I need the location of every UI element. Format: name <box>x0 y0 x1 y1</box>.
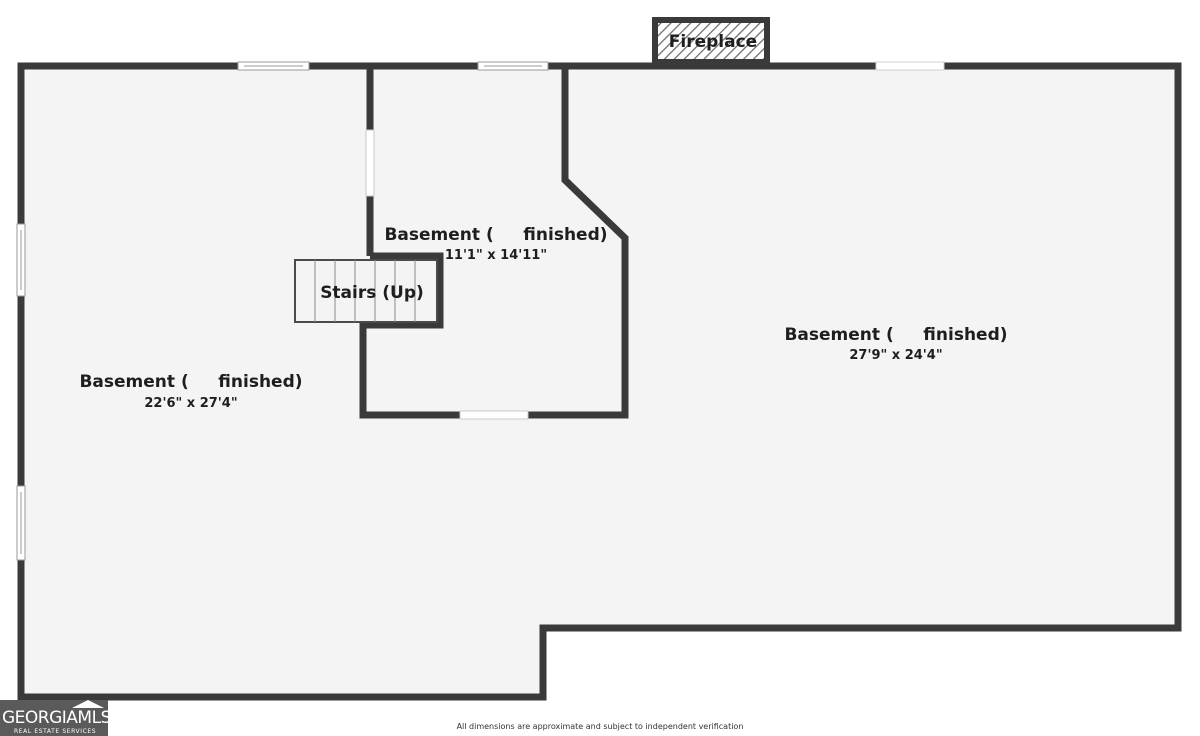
window <box>875 61 945 71</box>
window <box>237 61 310 71</box>
interior-wall <box>359 252 460 419</box>
window <box>477 61 549 71</box>
room-dimensions-left: 22'6" x 27'4" <box>144 396 237 411</box>
door-opening <box>459 410 529 420</box>
room-name-middle: Basement ( finished) <box>384 225 607 245</box>
room-name-right: Basement ( finished) <box>784 325 1007 345</box>
room-name-left: Basement ( finished) <box>79 372 302 392</box>
interior-wall <box>528 66 629 419</box>
fireplace: Fireplace <box>652 17 770 65</box>
fireplace-label: Fireplace <box>669 32 757 52</box>
window <box>16 485 26 561</box>
floor-area <box>21 66 1178 697</box>
exterior-wall <box>17 62 1182 701</box>
room-dimensions-middle: 11'1" x 14'11" <box>445 248 547 263</box>
stairs <box>294 259 438 323</box>
disclaimer-note: All dimensions are approximate and subje… <box>456 722 744 731</box>
room-dimensions-right: 27'9" x 24'4" <box>849 348 942 363</box>
georgia-mls-logo: GEORGIAMLS REAL ESTATE SERVICES <box>0 700 108 736</box>
door-opening <box>365 129 375 197</box>
window <box>16 223 26 297</box>
logo-wordmark: GEORGIAMLS <box>2 708 108 728</box>
house-roof-icon <box>72 700 104 708</box>
logo-tagline: REAL ESTATE SERVICES <box>14 728 97 735</box>
stairs-label: Stairs (Up) <box>320 283 424 303</box>
